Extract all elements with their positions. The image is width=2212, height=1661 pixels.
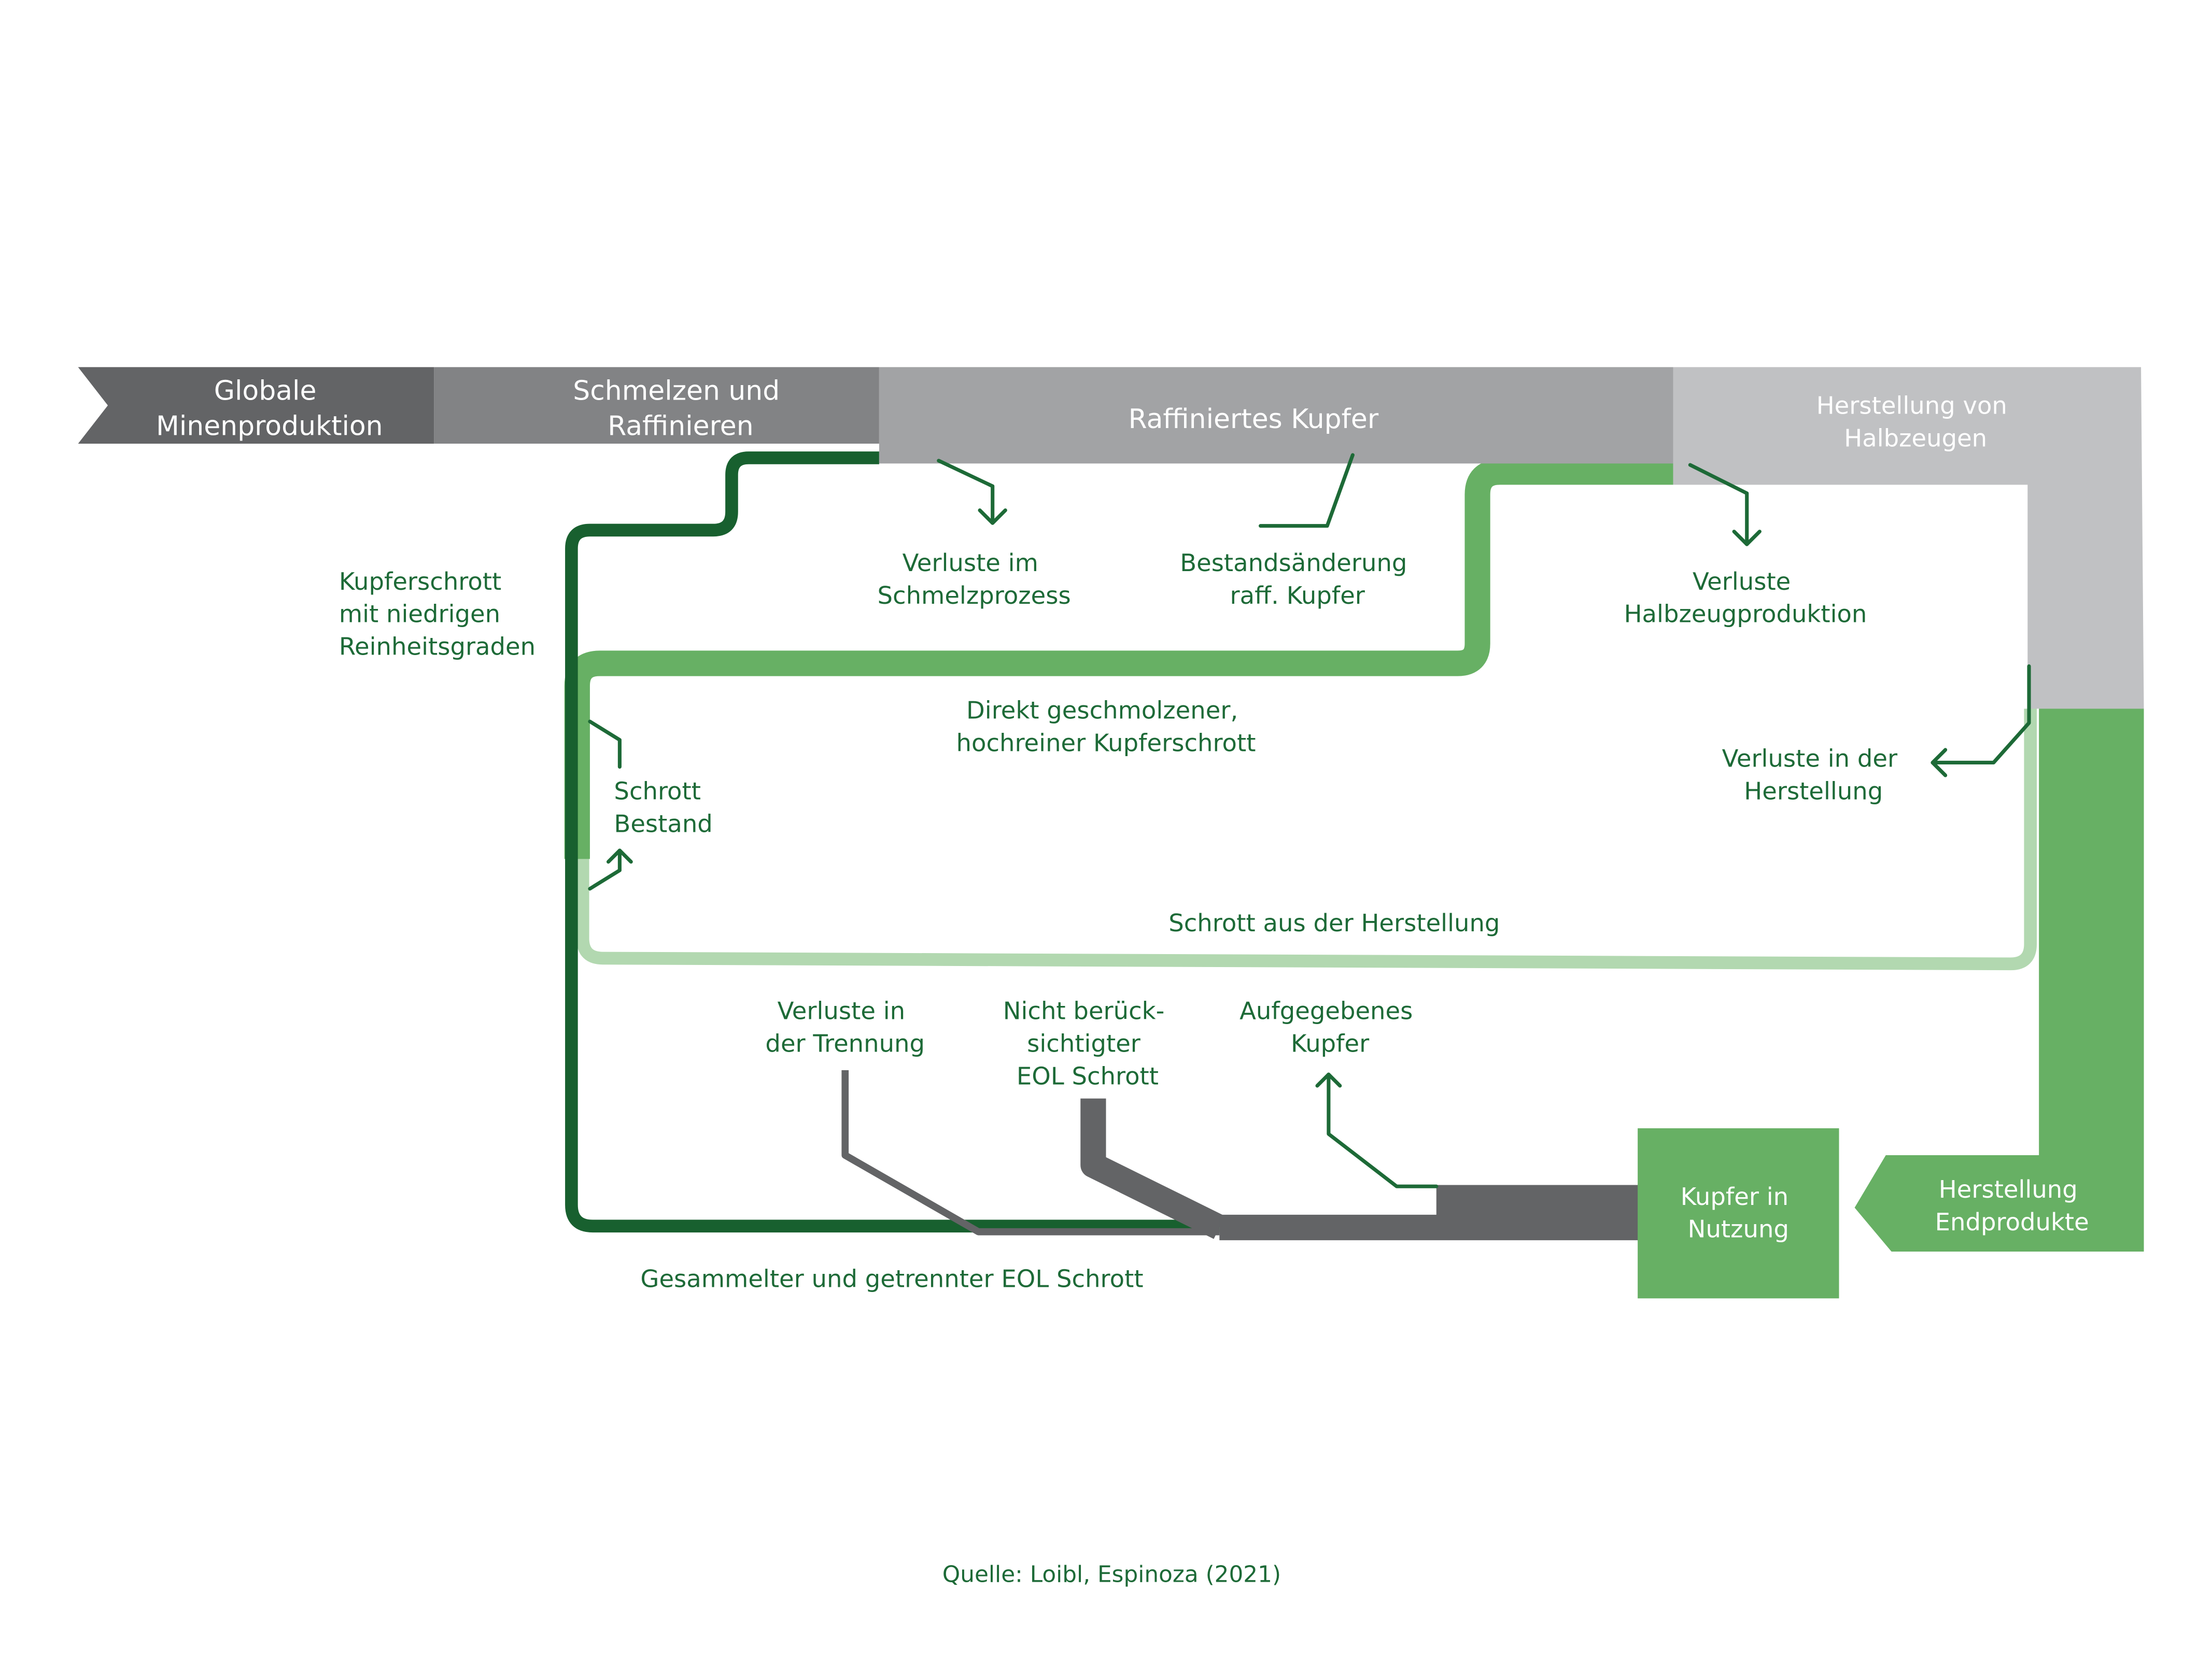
separation-losses-label: Verluste in der Trennung [765,997,925,1057]
manufacturing-losses-arrow [1931,664,2031,765]
manufacturing-losses-arrowhead [1931,748,1948,777]
stage-mining-shape [78,367,434,444]
stage-in-use-label: Kupfer in Nutzung [1681,1183,1796,1243]
stage-semis-shape [1673,367,2144,709]
stage-in-use-shape [1638,1128,1839,1299]
collected-eol-label: Gesammelter und getrennter EOL Schrott [640,1265,1143,1293]
abandoned-arrow [1327,1072,1439,1188]
stock-change-label: Bestandsänderung raff. Kupfer [1180,549,1415,609]
semis-losses-label: Verluste Halbzeugproduktion [1624,567,1867,628]
stage-refined-label: Raffiniertes Kupfer [1129,404,1379,435]
stage-semis-label: Herstellung von Halbzeugen [1816,392,2015,452]
unaccounted-eol-flow [1080,1098,1225,1239]
stage-smelting-label: Schmelzen und Raffinieren [573,375,788,442]
smelting-losses-label: Verluste im Schmelzprozess [878,549,1071,609]
eol-flow [1219,1185,1639,1241]
semis-losses-arrowhead [1732,530,1762,546]
stage-refined-shape [879,367,1673,464]
scrap-stock-in-connector [588,719,622,769]
end-products-flow [1854,708,2144,1252]
stage-end-products-label: Herstellung Endprodukte [1935,1175,2089,1236]
scrap-stock-out-arrow [588,848,622,891]
separation-losses-flow [841,1070,1220,1236]
smelting-losses-arrow [937,459,995,525]
scrap-stock-label: Schrott Bestand [614,777,712,838]
new-scrap-label: Schrott aus der Herstellung [1168,909,1500,937]
stock-change-connector [1259,453,1355,528]
stage-mining-label: Globale Minenproduktion [156,375,383,442]
new-scrap-flow [576,708,2037,971]
abandoned-copper-label: Aufgegebenes Kupfer [1239,997,1420,1057]
direct-melt-flow [564,459,1673,859]
low-grade-scrap-label: Kupferschrott mit niedrigen Reinheitsgra… [339,567,536,661]
low-grade-scrap-flow [565,451,1220,1233]
scrap-stock-out-arrowhead [606,848,633,864]
manufacturing-losses-label: Verluste in der Herstellung [1722,745,1905,805]
smelting-losses-arrowhead [978,508,1007,525]
source-note: Quelle: Loibl, Espinoza (2021) [942,1561,1281,1587]
semis-losses-arrow [1688,463,1749,546]
abandoned-arrowhead [1315,1072,1342,1088]
stage-smelting-shape [434,367,879,444]
unaccounted-eol-label: Nicht berück- sichtigter EOL Schrott [1003,997,1172,1090]
direct-melt-label: Direkt geschmolzener, hochreiner Kupfers… [956,697,1256,757]
